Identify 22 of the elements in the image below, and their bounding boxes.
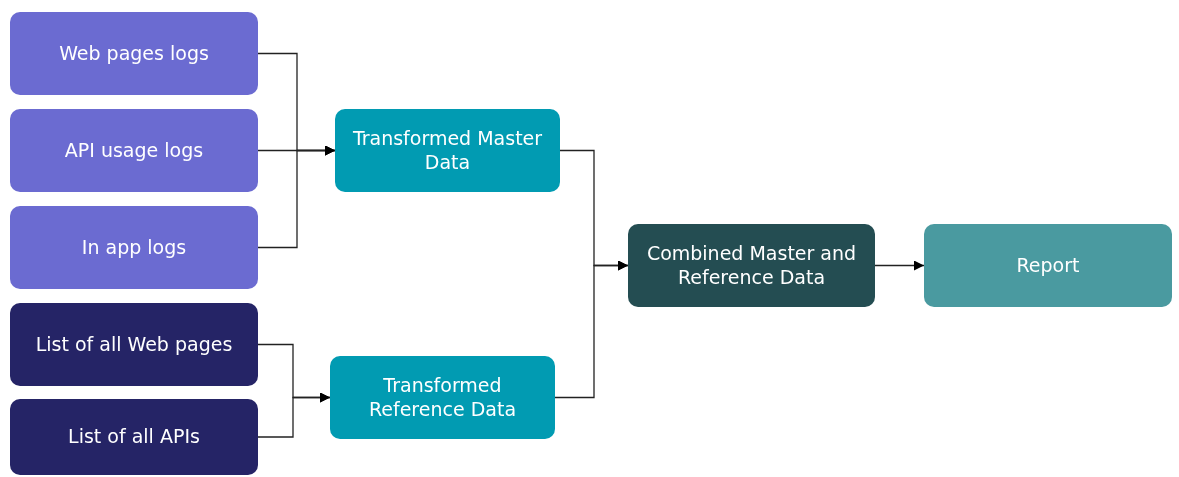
box-label: Transformed Master Data: [351, 126, 544, 175]
process-box: [10, 12, 258, 95]
box-label: List of all APIs: [68, 425, 200, 449]
process-box: [10, 109, 258, 192]
process-box: [330, 356, 555, 439]
process-box: [628, 224, 875, 307]
box-label: Combined Master and Reference Data: [645, 241, 858, 290]
connector-arrow: [257, 145, 336, 249]
box-label: List of all Web pages: [35, 332, 233, 357]
process-box: [924, 224, 1172, 307]
process-box: [335, 109, 560, 192]
process-box: [10, 399, 258, 475]
connector-arrow: [554, 260, 629, 399]
box-label: Transformed Reference Data: [367, 373, 518, 422]
box-label: Report: [1016, 253, 1080, 278]
connector-arrow: [257, 392, 331, 438]
process-box: [10, 206, 258, 289]
connector-arrow: [874, 260, 925, 271]
box-label: In app logs: [81, 235, 187, 260]
box-label: Web pages logs: [59, 41, 209, 66]
box-label: API usage logs: [64, 138, 204, 163]
process-box: [10, 303, 258, 386]
